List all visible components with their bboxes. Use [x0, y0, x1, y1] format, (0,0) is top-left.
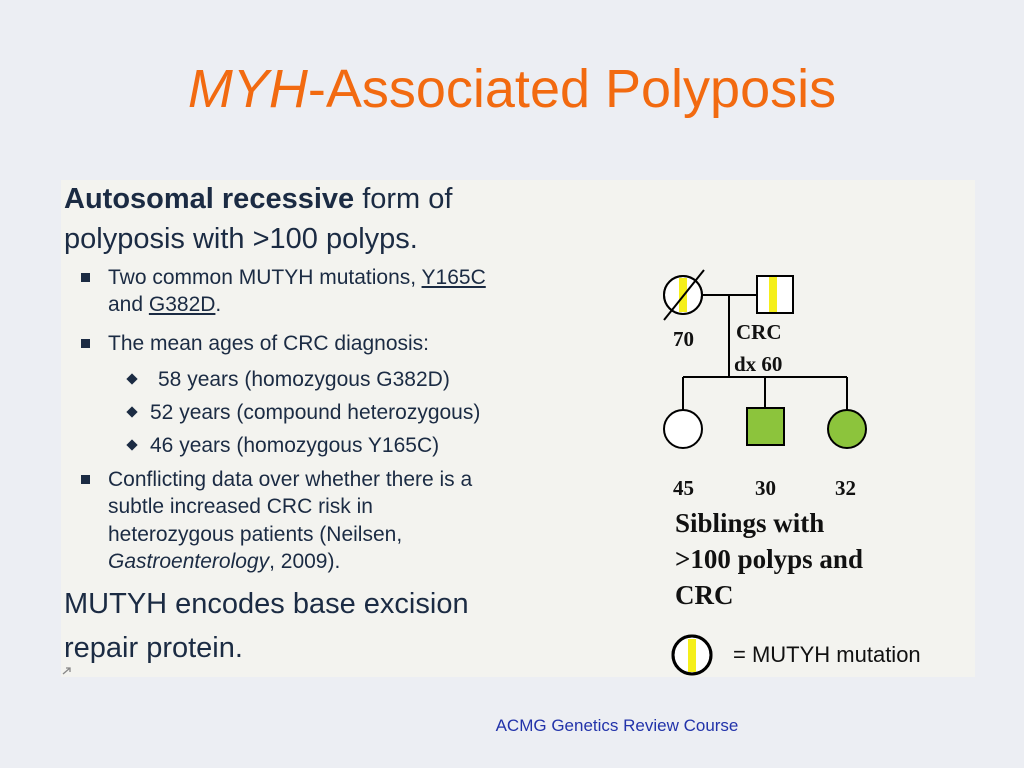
mother-crc: CRC — [736, 320, 782, 344]
lead-bold: Autosomal recessive — [64, 183, 355, 215]
mother-carrier — [756, 275, 794, 314]
footer: ACMG Genetics Review Course — [0, 716, 1024, 736]
bullet-2: The mean ages of CRC diagnosis: — [108, 332, 429, 355]
mutation-legend-icon — [671, 634, 713, 676]
bullet-diamond-icon — [126, 406, 138, 418]
sibling-3-affected — [827, 409, 867, 449]
bullet-diamond-icon — [126, 439, 138, 451]
sibling-2-affected — [746, 407, 785, 446]
lead-rest: form of — [354, 183, 453, 215]
bullet-square-icon — [81, 475, 90, 484]
link-g382d[interactable]: G382D — [148, 293, 216, 316]
lead2-line-1: MUTYH encodes base excision — [64, 588, 469, 620]
bullet-1-line-2: and G382D. — [108, 293, 222, 316]
link-y165c[interactable]: Y165C — [421, 266, 486, 289]
caption-line-2: >100 polyps and — [675, 544, 863, 574]
bullet-3-line-4: Gastroenterology, 2009). — [108, 550, 341, 573]
sibling-1-age: 45 — [673, 476, 694, 500]
sibling-3-age: 32 — [835, 476, 856, 500]
subbullet-2: 52 years (compound heterozygous) — [150, 401, 481, 424]
bullet-square-icon — [81, 339, 90, 348]
subbullet-3: 46 years (homozygous Y165C) — [150, 434, 440, 457]
lead-line-1: Autosomal recessive form of — [64, 180, 452, 218]
bullet-diamond-icon — [126, 373, 138, 385]
slide-title: MYH-Associated Polyposis — [0, 62, 1024, 116]
lead2-line-2: repair protein. — [64, 632, 243, 664]
caption-line-1: Siblings with — [675, 508, 825, 538]
lead-line-2: polyposis with >100 polyps. — [64, 223, 418, 255]
subbullet-1: 58 years (homozygous G382D) — [158, 368, 450, 391]
bullet-3-line-3: heterozygous patients (Neilsen, — [108, 523, 403, 546]
sibling-1-unaffected — [663, 409, 703, 449]
sibling-2-age: 30 — [755, 476, 776, 500]
title-gene: MYH — [187, 59, 308, 119]
bullet-1-line-1: Two common MUTYH mutations, Y165C — [108, 266, 486, 289]
footer-text: ACMG Genetics Review Course — [495, 716, 739, 735]
father-deceased — [663, 269, 705, 321]
journal-name: Gastroenterology — [108, 550, 270, 573]
mother-dx: dx 60 — [734, 352, 783, 376]
bullet-3-line-1: Conflicting data over whether there is a — [108, 468, 473, 491]
link-arrow-icon — [62, 667, 71, 675]
title-rest: -Associated Polyposis — [307, 59, 837, 119]
legend-text: = MUTYH mutation — [733, 642, 921, 667]
content-panel: Autosomal recessive form of polyposis wi… — [61, 180, 975, 677]
bullet-square-icon — [81, 273, 90, 282]
caption-line-3: CRC — [675, 580, 734, 610]
father-age: 70 — [673, 327, 694, 351]
pedigree-diagram — [663, 269, 867, 449]
bullet-3-line-2: subtle increased CRC risk in — [108, 495, 373, 518]
